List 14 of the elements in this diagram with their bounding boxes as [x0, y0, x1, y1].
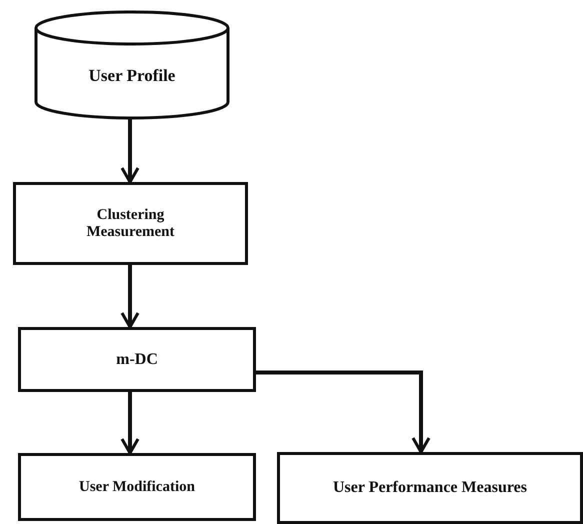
process-box: [13, 182, 248, 265]
arrow: [120, 118, 140, 184]
arrow: [120, 265, 140, 328]
arrow: [256, 370, 430, 454]
database-cylinder: [34, 12, 230, 118]
node-label: Clustering Measurement: [85, 206, 176, 240]
arrow: [120, 392, 140, 454]
process-box: [18, 453, 256, 521]
node-label: User Profile: [88, 66, 176, 86]
node-label: User Performance Measures: [332, 479, 528, 497]
process-box: [18, 327, 256, 392]
process-box: [277, 452, 583, 524]
node-label: User Modification: [78, 478, 196, 496]
node-label: m-DC: [115, 350, 159, 368]
